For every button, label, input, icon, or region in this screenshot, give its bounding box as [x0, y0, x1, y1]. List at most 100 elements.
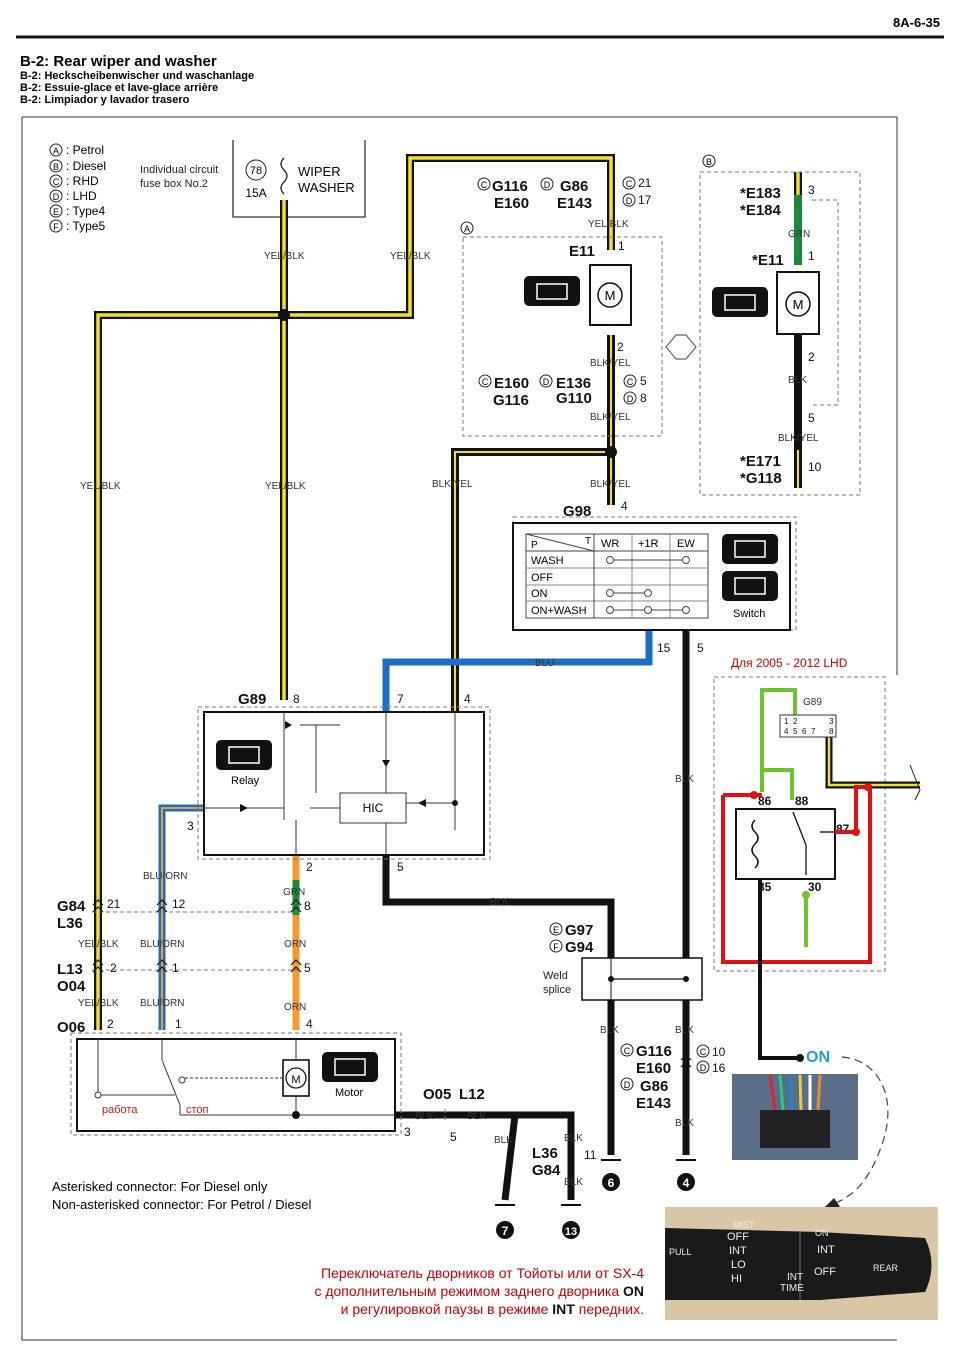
fuse-name-2: WASHER — [298, 180, 355, 195]
wire-grn: GRN — [283, 887, 305, 898]
svg-text:C: C — [626, 179, 633, 189]
pin-o06-2: 2 — [107, 1017, 114, 1031]
conn-g84: G84 — [57, 898, 86, 915]
lhd-pin-86: 86 — [758, 794, 772, 808]
pin-g89-2: 2 — [306, 860, 313, 874]
wire-bot-blk: BLK — [675, 1118, 694, 1129]
ru-note-2a: с дополнительным режимом заднего дворник… — [314, 1283, 623, 1299]
pin-e11-1: 1 — [618, 239, 625, 253]
pin-mid-d: 8 — [640, 391, 647, 405]
lhd-grid-2: 2 — [793, 717, 798, 726]
stalk-hi: HI — [731, 1273, 742, 1285]
pin-o05-5: 5 — [450, 1130, 457, 1144]
conn-b-e171: *E171 — [740, 453, 781, 470]
conn-g98: G98 — [563, 503, 591, 520]
legend-d: : LHD — [66, 189, 97, 203]
note-non-asterisk: Non-asterisked connector: For Petrol / D… — [52, 1197, 311, 1212]
svg-text:C: C — [627, 377, 634, 387]
wire-motor-blk-2: BLK — [467, 1111, 486, 1122]
svg-text:D: D — [624, 1080, 631, 1090]
rear-wiper-icon-b — [712, 287, 768, 317]
front-wiper-icon — [722, 534, 778, 564]
yel-blk-wires — [94, 154, 802, 1030]
label-stop: стоп — [186, 1104, 209, 1116]
wire-b-blkyel: BLK/YEL — [778, 433, 819, 444]
stalk-int2: INT — [817, 1244, 835, 1256]
wire-bluorn-2: BLU/ORN — [140, 939, 184, 950]
connector-top: C G116 D G86 E160 E143 C 21 D 17 YEL/BLK — [477, 176, 652, 230]
title-main: B-2: Rear wiper and washer — [20, 53, 217, 70]
blk-yel-wires — [451, 335, 799, 712]
wire-relay-blkyel: BLK/YEL — [432, 479, 473, 490]
legend-c: : RHD — [66, 174, 99, 188]
conn-top-c2: E160 — [494, 195, 529, 212]
conn-g84b: G84 — [532, 1162, 561, 1179]
lhd-grid-3: 3 — [829, 717, 834, 726]
svg-text:C: C — [482, 377, 489, 387]
wiper-stalk-photo: MIST OFF INT LO HI PULL INT TIME ON INT … — [665, 1207, 938, 1320]
note-asterisk: Asterisked connector: For Diesel only — [52, 1179, 268, 1194]
stalk-pull: PULL — [669, 1247, 692, 1257]
weld-label-1: Weld — [543, 970, 568, 982]
conn-mid-c2: G116 — [493, 392, 529, 409]
svg-text:F: F — [553, 942, 559, 952]
conn-mid-d: E136 — [556, 375, 591, 392]
wire-mid-yelblk: YEL/BLK — [265, 481, 306, 492]
svg-text:F: F — [53, 222, 59, 232]
wire-weld-blk-2: BLK — [675, 1025, 694, 1036]
pin-bot-d: 16 — [712, 1061, 726, 1075]
wire-orn-2: ORN — [284, 1002, 306, 1013]
legend-f: : Type5 — [66, 219, 105, 233]
wire-yelblk-3: YEL/BLK — [78, 939, 119, 950]
ground-7: 7 — [502, 1224, 509, 1238]
svg-text:A: A — [464, 224, 470, 234]
lhd-grid-7: 7 — [811, 727, 816, 736]
russian-note: Переключатель дворников от Тойоты или от… — [314, 1265, 644, 1317]
pin-b-3: 3 — [808, 183, 815, 197]
switch-row-onwash: ON+WASH — [531, 605, 587, 617]
switch-table: P T WR +1R EW WASH OFF ON ON+WASH — [525, 533, 709, 619]
rear-washer-icon — [722, 571, 778, 601]
wire-relay-blk: BLK — [490, 897, 509, 908]
weld-label-2: splice — [543, 984, 571, 996]
wire-yelblk-2: YEL/BLK — [390, 251, 431, 262]
pin-g98-15: 15 — [657, 641, 671, 655]
lhd-pin-88: 88 — [795, 794, 809, 808]
pin-g98-5: 5 — [697, 641, 704, 655]
switch-col-ew: EW — [677, 538, 695, 550]
pin-l13-2: 2 — [110, 961, 117, 975]
conn-o04: O04 — [57, 978, 86, 995]
svg-text:A: A — [53, 146, 59, 156]
title-fr: B-2: Essuie-glace et lave-glace arrière — [20, 82, 218, 94]
conn-bot-c: G116 — [636, 1043, 672, 1060]
conn-b-g118: *G118 — [740, 470, 782, 487]
stalk-mist: MIST — [733, 1220, 755, 1230]
fuse-box: Individual circuit fuse box No.2 78 15A … — [140, 140, 366, 218]
wire-a-blkyel: BLK/YEL — [590, 358, 631, 369]
fuse-amps: 15A — [245, 186, 266, 200]
svg-text:E: E — [553, 925, 559, 935]
ground-symbols: 6 4 7 13 — [495, 1159, 696, 1239]
b-motor-m: M — [793, 297, 804, 312]
switch-col-1r: +1R — [638, 538, 659, 550]
pin-g89-5: 5 — [397, 860, 404, 874]
lhd-grid-4: 4 — [784, 727, 789, 736]
lhd-grid-1: 1 — [784, 717, 789, 726]
ru-note-3a: и регулировкой паузы в режиме — [341, 1301, 553, 1317]
pin-g89-3: 3 — [187, 819, 194, 833]
lhd-pin-30: 30 — [808, 880, 822, 894]
lhd-grid-5: 5 — [793, 727, 798, 736]
motor-m: M — [291, 1074, 300, 1086]
pin-g89-4: 4 — [464, 692, 471, 706]
svg-text:C: C — [53, 177, 60, 187]
ground-4: 4 — [683, 1176, 690, 1190]
switch-row-on: ON — [531, 588, 548, 600]
svg-text:D: D — [626, 196, 633, 206]
conn-o06: O06 — [57, 1019, 85, 1036]
pin-o05-3: 3 — [404, 1125, 411, 1139]
ru-note-1: Переключатель дворников от Тойоты или от… — [321, 1265, 644, 1281]
ru-note-3c: передних. — [575, 1301, 644, 1317]
stalk-lo: LO — [731, 1259, 746, 1271]
wire-g13-blk: BLK — [564, 1133, 583, 1144]
